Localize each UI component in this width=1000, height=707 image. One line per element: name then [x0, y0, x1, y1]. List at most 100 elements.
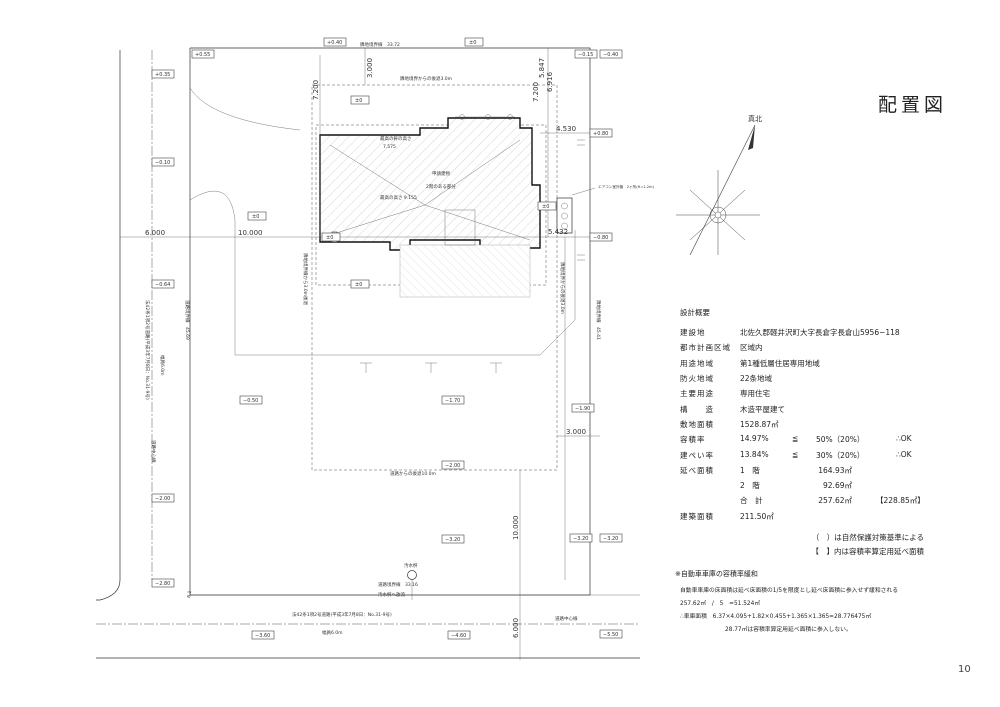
- label-road-west-width: 幅員6.0m: [159, 355, 166, 376]
- svg-text:−1.70: −1.70: [445, 398, 460, 404]
- svg-text:−3.20: −3.20: [445, 537, 460, 543]
- dim-7200-left: 7.200: [312, 80, 320, 100]
- svg-text:+0.40: +0.40: [327, 40, 342, 46]
- svg-text:−2.80: −2.80: [155, 581, 170, 587]
- dim-61: 6.1: [186, 590, 193, 598]
- label-sewer-discharge: 汚水桝へ放流: [378, 591, 405, 598]
- svg-text:−0.64: −0.64: [155, 282, 170, 288]
- spec-row: 都市計画区域区域内: [680, 343, 763, 353]
- outdoor-unit-fan: [561, 212, 568, 220]
- svg-text:−0.50: −0.50: [243, 398, 258, 404]
- parking-title: ※自動車車庫の容積率緩和: [675, 570, 758, 578]
- balcony-dot: [485, 114, 491, 120]
- driveway-curve: [189, 87, 301, 131]
- dim-10000-bottom: 10.000: [512, 516, 520, 541]
- dim-10000: 10.000: [238, 229, 263, 237]
- label-eaves-value: 7.575: [383, 144, 396, 150]
- label-road-north: 法42条1項2号道路(平成3年7月8日：No.31-9号): [292, 611, 392, 618]
- driveway-arc-right: [539, 230, 576, 356]
- dim-5432: 5.432: [548, 228, 568, 236]
- spec-far: 容積率 14.97%≦50%（20%）∴OK: [680, 434, 912, 445]
- svg-text:±0: ±0: [326, 235, 333, 241]
- label-setback-road: 道路からの後退10.0m: [390, 470, 436, 477]
- label-sewer: 汚水桝: [404, 562, 418, 569]
- svg-text:−1.90: −1.90: [575, 406, 590, 412]
- spec-row: 用途地域第1種低層住居専用地域: [680, 358, 820, 368]
- label-boundary-top: 隣地境界線 33.72: [360, 41, 400, 48]
- label-two-story: 2階のある部分: [426, 183, 456, 190]
- label-road-west-center: 道路中心線: [150, 440, 157, 463]
- svg-text:±0: ±0: [542, 204, 549, 210]
- dim-5847: 5.847: [538, 58, 546, 78]
- label-setback-west: 隣地境界線から3.0m後退: [302, 253, 309, 306]
- label-utility-note: エアコン室外機 2ヶ所(H=1.2m): [598, 184, 655, 189]
- svg-text:−5.50: −5.50: [603, 632, 618, 638]
- dim-6000-bottom: 6.000: [512, 618, 520, 638]
- label-setback-neighbor: 隣地境界からの後退3.0m: [400, 75, 452, 82]
- parking-line: 28.77㎡は容積率算定用延べ面積に参入しない。: [725, 627, 852, 633]
- svg-text:−0.80: −0.80: [593, 235, 608, 241]
- north-arrow: [676, 124, 760, 256]
- garage-inner: [444, 209, 476, 246]
- design-summary-header: 設計概要: [680, 308, 710, 317]
- sewer-manhole: [407, 570, 417, 580]
- label-road-boundary: 道路境界線 33.16: [378, 581, 418, 588]
- svg-text:−0.10: −0.10: [155, 160, 170, 166]
- parking-line: 257.62㎡ / 5 =51.524㎡: [680, 601, 761, 607]
- svg-text:−0.40: −0.40: [603, 52, 618, 58]
- svg-text:−4.60: −4.60: [451, 633, 466, 639]
- parking-line: 自動車車庫の床面積は延べ床面積の1/5を限度とし延べ床面積に参入せず緩和される: [680, 588, 899, 594]
- spec-row: 構 造木造平屋建て: [680, 404, 785, 414]
- note-line: （ ）は自然保護対策基準による: [811, 533, 924, 542]
- dim-4530: 4.530: [556, 125, 576, 133]
- label-eaves-height: 最高の軒の高さ: [380, 135, 412, 142]
- label-max-height: 最高の高さ 9.155: [380, 194, 417, 201]
- design-summary: 設計概要 建設地北佐久郡軽井沢町大字長倉字長倉山5956−118 都市計画区域区…: [680, 307, 980, 524]
- building-footprint: [319, 117, 541, 279]
- drainage-marks: [360, 139, 585, 373]
- second-floor-hatch: [399, 244, 531, 298]
- svg-text:−2.00: −2.00: [155, 496, 170, 502]
- roof-line-2: [329, 204, 531, 241]
- outdoor-unit: [556, 197, 573, 234]
- svg-text:+0.35: +0.35: [155, 72, 170, 78]
- setback-line: [311, 84, 558, 471]
- svg-text:−3.20: −3.20: [573, 536, 588, 542]
- leader-line: [571, 187, 596, 196]
- dim-3000-right: 3.000: [566, 428, 586, 436]
- svg-text:±0: ±0: [355, 282, 362, 288]
- outdoor-unit-fan: [561, 202, 568, 210]
- outdoor-unit-fan: [561, 222, 568, 230]
- road-west-corner: [96, 579, 121, 601]
- dim-6916: 6.916: [546, 71, 554, 92]
- label-road-width: 幅員6.0m: [322, 629, 343, 636]
- spec-row: 主要用途専用住宅: [680, 389, 770, 399]
- svg-text:−0.15: −0.15: [578, 52, 593, 58]
- parking-line: ∴車庫面積 6.37×4.095+1.82×0.455+1.365×1.365=…: [680, 614, 872, 620]
- dim-3000-top: 3.000: [366, 58, 374, 78]
- label-road-west: 法42条1項2号道路(平成3年7月8日：No.31-9号): [144, 300, 151, 400]
- dim-6000-left: 6.000: [145, 229, 165, 237]
- balcony-dot: [507, 114, 513, 120]
- drawing-title: 配置図: [878, 94, 948, 116]
- label-road-center: 道路中心線: [555, 615, 578, 622]
- label-building-name: 申請建物: [432, 170, 450, 177]
- label-setback-east: 隣地境界からの後退3.0m: [559, 262, 566, 314]
- svg-text:+0.80: +0.80: [593, 131, 608, 137]
- svg-text:−3.20: −3.20: [603, 536, 618, 542]
- svg-text:+0.55: +0.55: [195, 52, 210, 58]
- svg-text:±0: ±0: [355, 98, 362, 104]
- balcony-dot: [459, 114, 465, 120]
- parking-relief: ※自動車車庫の容積率緩和 自動車車庫の床面積は延べ床面積の1/5を限度とし延べ床…: [675, 569, 985, 637]
- elevation-tags: +0.40 +0.55 ±0 −0.15 −0.40 +0.35 ±0 +0.8…: [151, 37, 623, 640]
- svg-text:−3.60: −3.60: [255, 633, 270, 639]
- label-road-boundary-west: 道路境界線 45.69: [184, 300, 191, 340]
- notes: （ ）は自然保護対策基準による 【 】内は容積率算定用延べ面積: [680, 532, 980, 560]
- dim-7200-right: 7.200: [532, 82, 540, 102]
